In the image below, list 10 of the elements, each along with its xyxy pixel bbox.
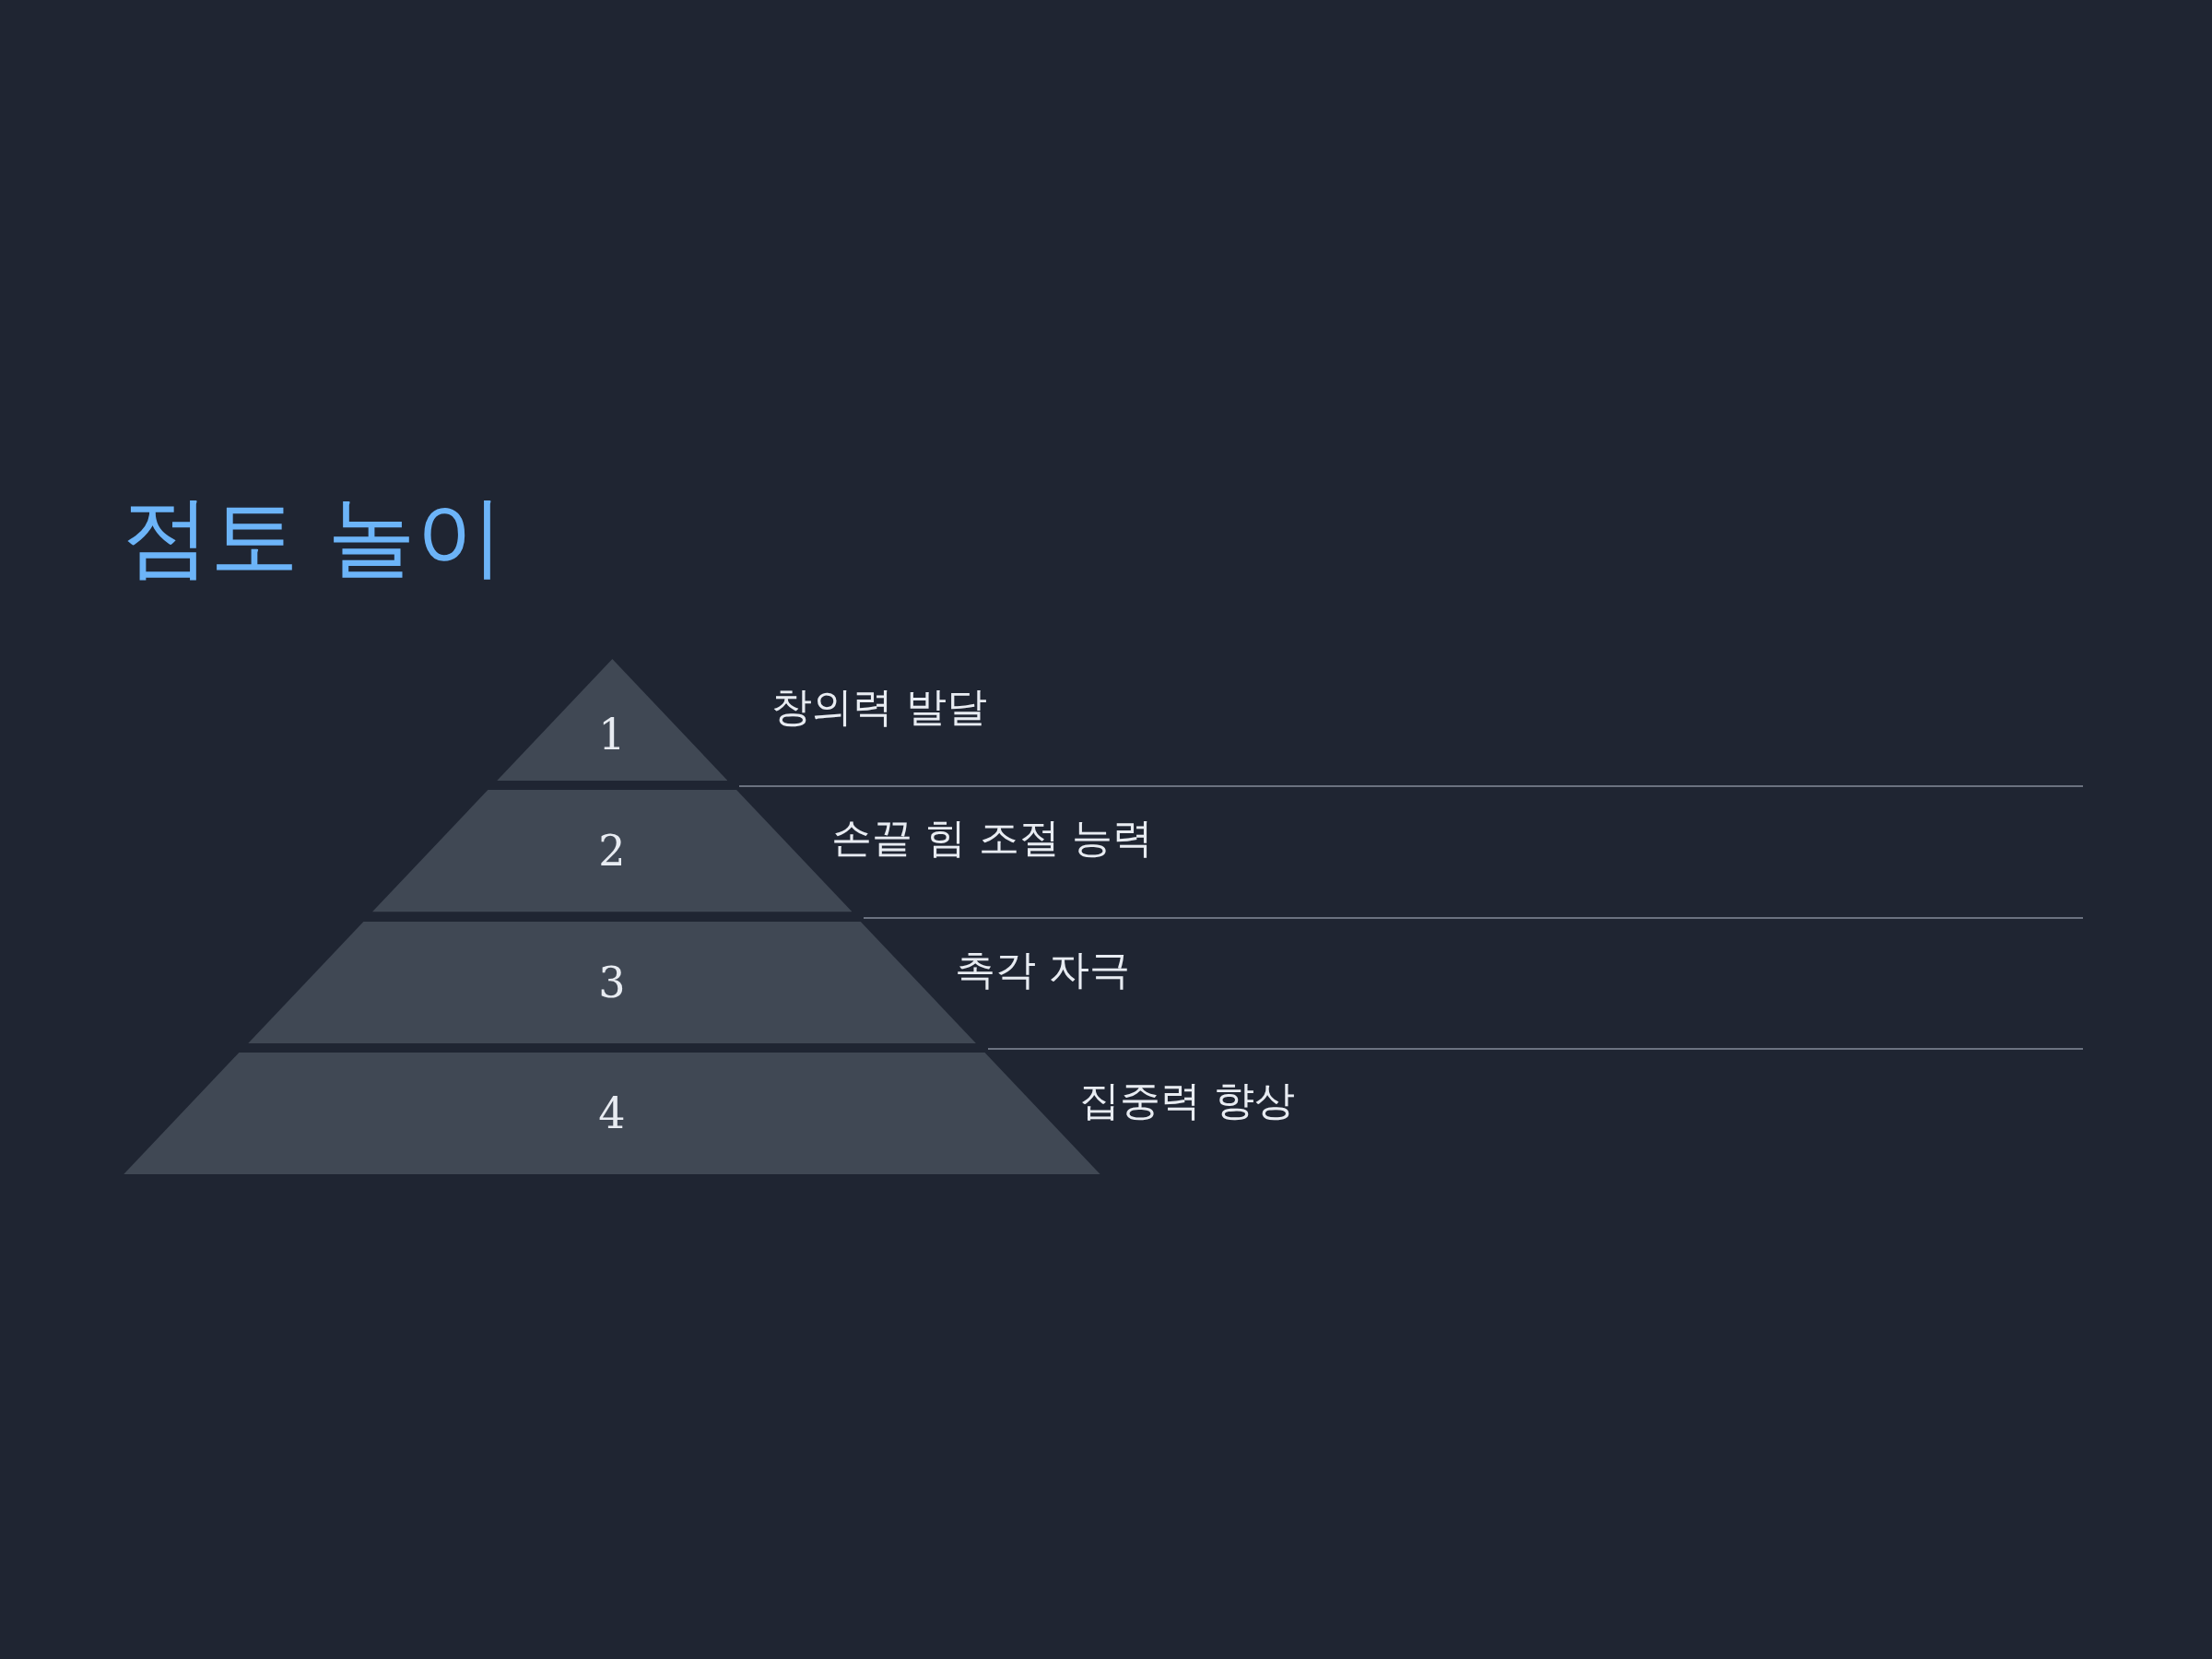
level-number: 4: [597, 1091, 627, 1135]
level-caption: 손끝 힘 조절 능력: [830, 814, 1154, 864]
level-number: 1: [597, 713, 627, 756]
level-caption: 촉각 자극: [955, 945, 1131, 994]
level-number: 3: [597, 960, 627, 1004]
level-caption: 집중력 향상: [1079, 1076, 1296, 1125]
slide-title: 점토 놀이: [122, 484, 504, 590]
level-number: 2: [597, 830, 627, 873]
level-caption: 창의력 발달: [771, 683, 987, 732]
pyramid-tip: [496, 659, 728, 782]
